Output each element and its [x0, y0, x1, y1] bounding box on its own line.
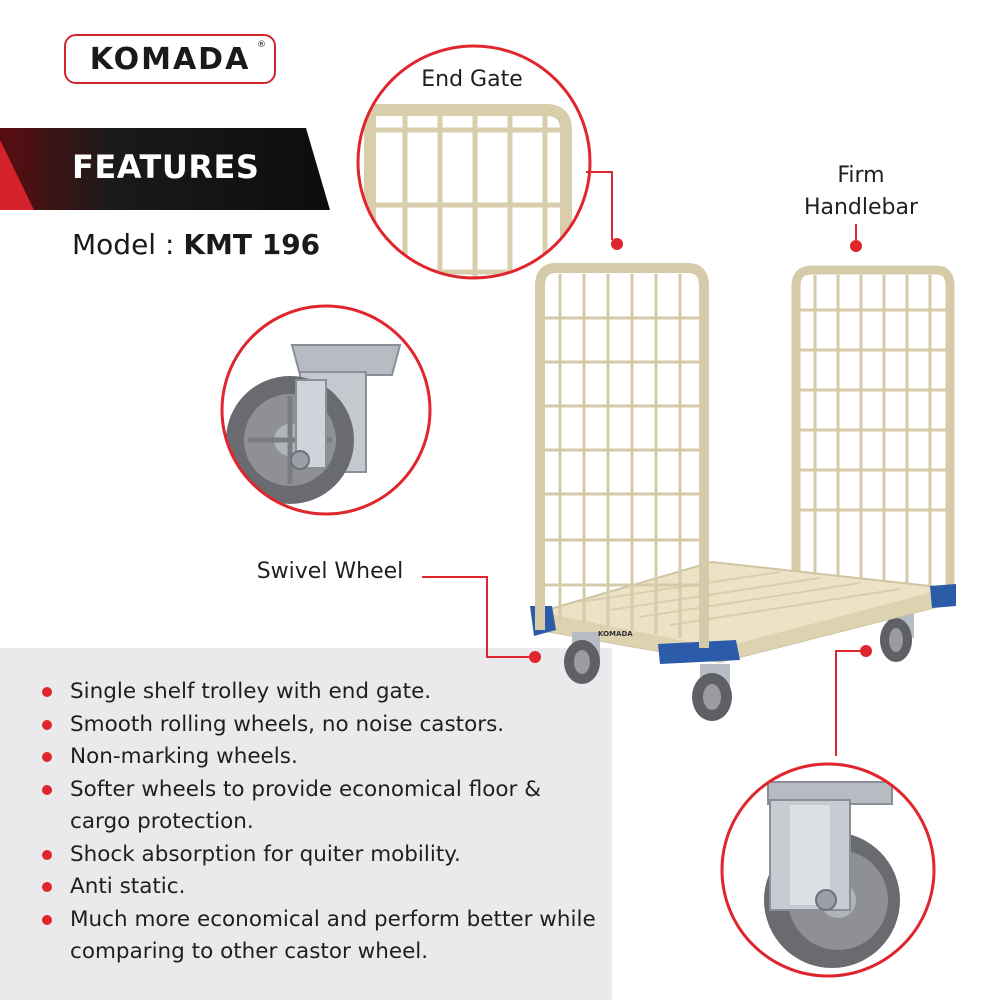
- features-title: FEATURES: [72, 148, 260, 186]
- model-number: KMT 196: [183, 228, 321, 261]
- bullet-dot: [42, 752, 52, 762]
- bullet-dot: [42, 687, 52, 697]
- front-wheel-left: [564, 632, 600, 684]
- brand-logo: KOMADA ®: [64, 34, 276, 84]
- feature-item: Non-marking wheels.: [40, 741, 600, 774]
- bullet-dot: [42, 849, 52, 860]
- trolley-image: KOMADA: [530, 263, 956, 721]
- brand-name: KOMADA: [89, 41, 251, 77]
- handlebar-back: [791, 265, 955, 600]
- callout-handlebar: Firm Handlebar: [790, 160, 932, 224]
- callout-handlebar-line1: Firm: [837, 163, 885, 188]
- deck-label: KOMADA: [598, 630, 633, 638]
- callout-end-gate: End Gate: [421, 67, 523, 92]
- feature-item: Smooth rolling wheels, no noise castors.: [40, 709, 600, 742]
- feature-item: Shock absorption for quiter mobility.: [40, 839, 600, 872]
- registered-mark: ®: [257, 40, 266, 50]
- bullet-dot: [42, 784, 52, 795]
- feature-item: Single shelf trolley with end gate.: [40, 676, 600, 709]
- fixed-wheel-zoom: [720, 762, 936, 978]
- model-label: Model :: [72, 228, 175, 261]
- features-banner: [0, 128, 330, 210]
- feature-item: Softer wheels to provide economical floo…: [40, 774, 600, 839]
- callout-swivel-wheel: Swivel Wheel: [256, 559, 404, 584]
- bullet-dot: [42, 914, 52, 925]
- model-line: Model : KMT 196: [72, 228, 320, 261]
- swivel-wheel-zoom: [220, 304, 432, 516]
- front-wheel-right: [692, 664, 732, 721]
- bullet-dot: [42, 882, 52, 892]
- bullet-dot: [42, 719, 52, 730]
- end-gate-front: [535, 263, 709, 648]
- feature-item: Much more economical and perform better …: [40, 904, 600, 969]
- feature-list: Single shelf trolley with end gate. Smoo…: [40, 676, 600, 969]
- end-gate-zoom: [356, 44, 592, 280]
- features-panel: [0, 648, 612, 1000]
- callout-dots: [529, 238, 872, 663]
- feature-item: Anti static.: [40, 871, 600, 904]
- callout-connectors: [422, 171, 862, 756]
- callout-handlebar-line2: Handlebar: [803, 195, 919, 220]
